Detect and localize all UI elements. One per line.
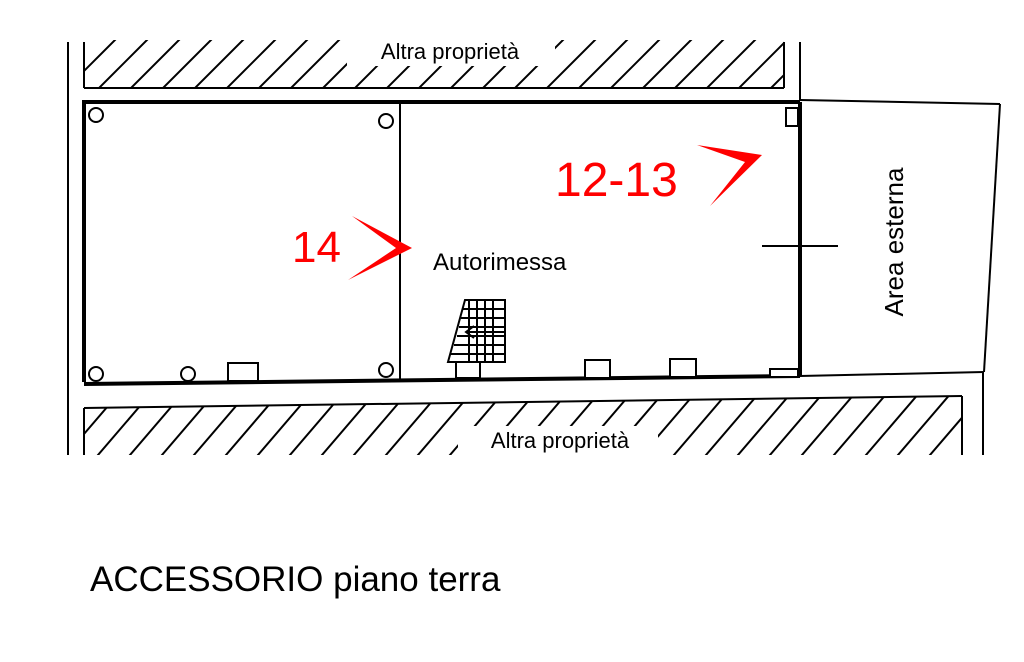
niche [584,359,611,379]
view-marker-label: 14 [292,223,341,272]
garage-label: Autorimessa [433,249,567,276]
view-marker-14: 14 [292,216,412,280]
bottom-property-label: Altra proprietà [491,428,630,453]
niche [669,358,697,378]
staircase [446,299,506,363]
plan-caption: ACCESSORIO piano terra [90,560,501,599]
column [378,362,394,378]
columns [88,107,394,382]
view-marker-arrow [348,216,412,280]
stair-arrow-head [464,325,475,339]
view-marker-arrow [697,145,762,206]
view-marker-label: 12-13 [555,154,678,207]
outdoor-area-outline [799,99,1001,377]
column [88,366,104,382]
column [88,107,104,123]
view-marker-12-13: 12-13 [555,145,762,207]
top-neighbor-property: Altra proprietà [83,36,785,89]
top-label-mask [347,36,555,66]
bottom-label-mask [458,426,658,456]
column [180,366,196,382]
building-outline [82,100,802,386]
top-property-label: Altra proprietà [381,39,520,64]
niche [227,362,259,382]
niche [455,361,481,379]
bottom-neighbor-property: Altra proprietà [83,395,963,456]
niche [769,368,799,378]
outdoor-area-label: Area esterna [879,167,909,316]
column [378,113,394,129]
corner-pilaster [785,107,799,127]
wall-niches [227,358,799,382]
